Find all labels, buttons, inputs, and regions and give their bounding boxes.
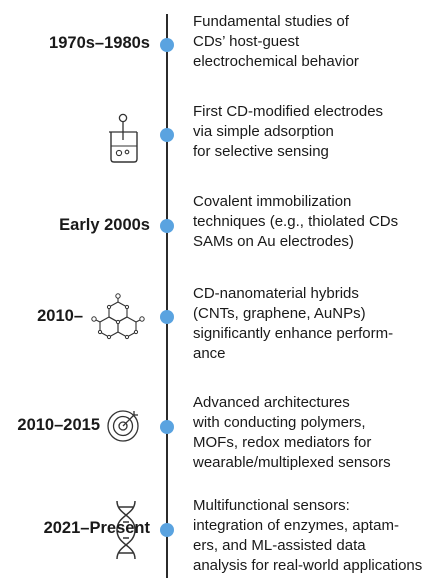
beaker-icon <box>106 112 140 164</box>
description-line: wearable/multiplexed sensors <box>193 454 391 471</box>
timeline-dot <box>160 523 174 537</box>
description-line: SAMs on Au electrodes) <box>193 233 354 250</box>
timeline-axis <box>166 14 168 578</box>
description-line: Advanced architectures <box>193 394 350 411</box>
description-line: ance <box>193 345 226 362</box>
description-line: with conducting polymers, <box>193 414 366 431</box>
description-line: Covalent immobilization <box>193 193 352 210</box>
event-description: Advanced architectures with conducting p… <box>193 393 429 473</box>
event-description: CD-nanomaterial hybrids (CNTs, graphene,… <box>193 284 429 364</box>
event-label: 2010–2015 <box>17 416 100 434</box>
description-line: MOFs, redox mediators for <box>193 434 372 451</box>
event-description: Fundamental studies of CDs’ host-guest e… <box>193 12 429 72</box>
event-label: 1970s–1980s <box>49 34 150 52</box>
description-line: (CNTs, graphene, AuNPs) <box>193 305 366 322</box>
description-line: integration of enzymes, aptam- <box>193 517 399 534</box>
dna-icon <box>113 499 139 561</box>
description-line: First CD-modified electrodes <box>193 103 384 120</box>
description-line: CD-nanomaterial hybrids <box>193 285 359 302</box>
description-line: Multifunctional sensors: <box>193 497 350 514</box>
description-line: via simple adsorption <box>193 123 334 140</box>
description-line: significantly enhance perform- <box>193 325 394 342</box>
description-line: CDs’ host-guest <box>193 33 300 50</box>
description-line: ers, and ML-assisted data <box>193 537 366 554</box>
timeline-dot <box>160 219 174 233</box>
description-line: for selective sensing <box>193 143 329 160</box>
event-description: Covalent immobilization techniques (e.g.… <box>193 192 429 252</box>
event-label: 2010– <box>37 307 83 325</box>
event-label: 2021–Present <box>43 519 150 537</box>
target-icon <box>105 408 141 444</box>
description-line: Fundamental studies of <box>193 13 349 30</box>
description-line: electrochemical behavior <box>193 53 359 70</box>
description-line: techniques (e.g., thiolated CDs <box>193 213 399 230</box>
timeline-dot <box>160 310 174 324</box>
event-description: Multifunctional sensors: integration of … <box>193 496 429 576</box>
timeline-dot <box>160 420 174 434</box>
timeline-dot <box>160 38 174 52</box>
event-description: First CD-modified electrodes via simple … <box>193 102 429 162</box>
description-line: analysis for real-world applications <box>193 557 423 574</box>
graphene-icon <box>88 293 148 343</box>
event-label: Early 2000s <box>59 216 150 234</box>
timeline-dot <box>160 128 174 142</box>
